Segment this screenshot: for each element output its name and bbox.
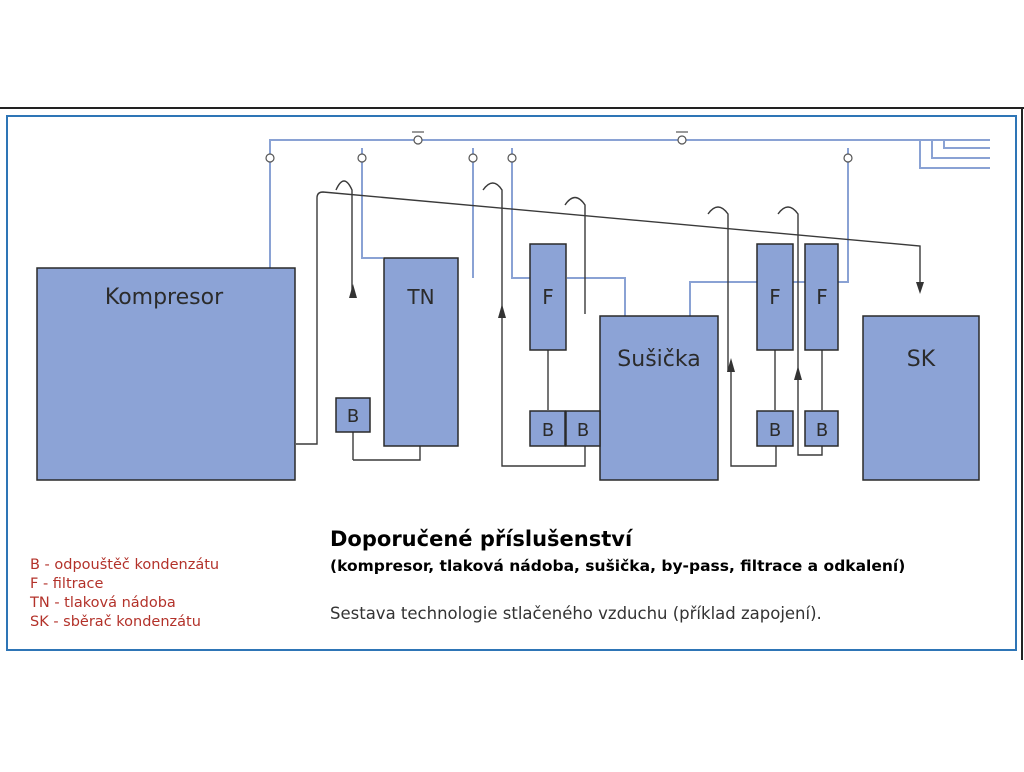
drain-b2-label: B xyxy=(542,420,554,441)
filter-label-3: F xyxy=(816,285,828,309)
blue-piping xyxy=(269,139,990,318)
inner-frame xyxy=(6,115,1017,651)
caption-description: Sestava technologie stlačeného vzduchu (… xyxy=(330,604,822,623)
filter-unit-1 xyxy=(529,243,567,351)
sk-label: SK xyxy=(907,347,936,372)
drain-b5-label: B xyxy=(816,420,828,441)
drain-b2 xyxy=(529,410,566,447)
filter-unit-2 xyxy=(756,243,794,351)
drain-b5 xyxy=(804,410,839,447)
legend-item: F - filtrace xyxy=(30,576,104,592)
legend: B - odpouštěč kondenzátu F - filtrace TN… xyxy=(30,556,219,632)
kompresor-unit xyxy=(36,267,296,481)
valve-markers xyxy=(265,131,853,163)
tn-unit xyxy=(383,257,459,447)
filter-label-2: F xyxy=(769,285,781,309)
drain-b4-label: B xyxy=(769,420,781,441)
drain-b3-label: B xyxy=(577,420,589,441)
sk-unit xyxy=(862,315,980,481)
tn-label: TN xyxy=(406,285,434,309)
legend-item: B - odpouštěč kondenzátu xyxy=(30,557,220,573)
caption-title: Doporučené příslušenství xyxy=(330,527,633,551)
susicka-label: Sušička xyxy=(617,347,700,372)
filter-unit-3 xyxy=(804,243,839,351)
flow-arrows xyxy=(349,282,924,380)
legend-item: SK - sběrač kondenzátu xyxy=(30,614,201,630)
drain-b3 xyxy=(565,410,601,447)
drain-b1-label: B xyxy=(347,406,359,427)
legend-item: TN - tlaková nádoba xyxy=(30,595,176,611)
process-piping xyxy=(296,180,921,467)
kompresor-label: Kompresor xyxy=(105,285,224,310)
drain-b1 xyxy=(335,397,371,433)
drain-b4 xyxy=(756,410,794,447)
susicka-unit xyxy=(599,315,719,481)
filter-label-1: F xyxy=(542,285,554,309)
caption-subtitle: (kompresor, tlaková nádoba, sušička, by-… xyxy=(330,557,906,575)
